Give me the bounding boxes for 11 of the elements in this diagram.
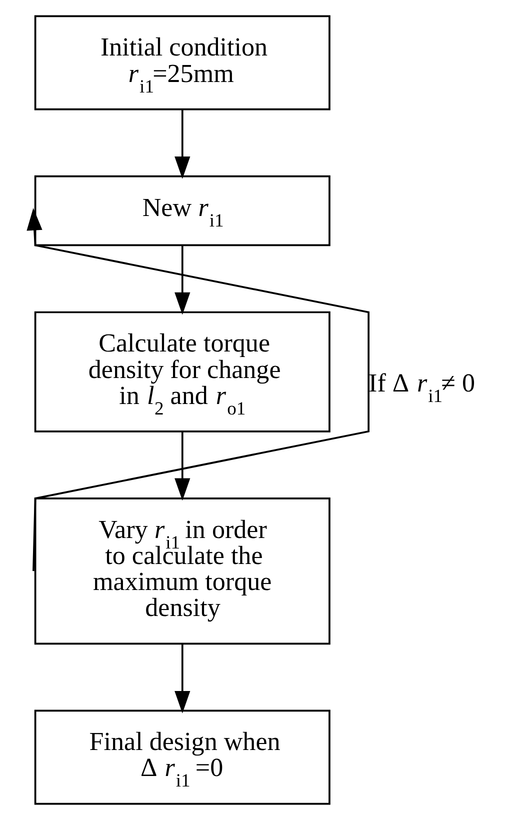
arrow [174,432,190,501]
node-box: Initial condition r$_{i1}$=25mm [34,15,330,110]
arrow [174,110,190,179]
node-box: Vary r$_{i1}$ in order to calculate the maximum torque density [34,498,330,645]
node-box: Calculate torque density for change in l$_{2}$ and r$_{o1}$ [34,311,330,432]
edge-label: If Δ r$_{i1}$≠ 0 [368,368,476,407]
node-box: New r$_{i1}$ [34,175,330,246]
arrow [26,208,370,572]
node-box: Final design when Δ r$_{i1}$ =0 [34,710,330,805]
arrow [174,245,190,315]
arrow [174,644,190,714]
